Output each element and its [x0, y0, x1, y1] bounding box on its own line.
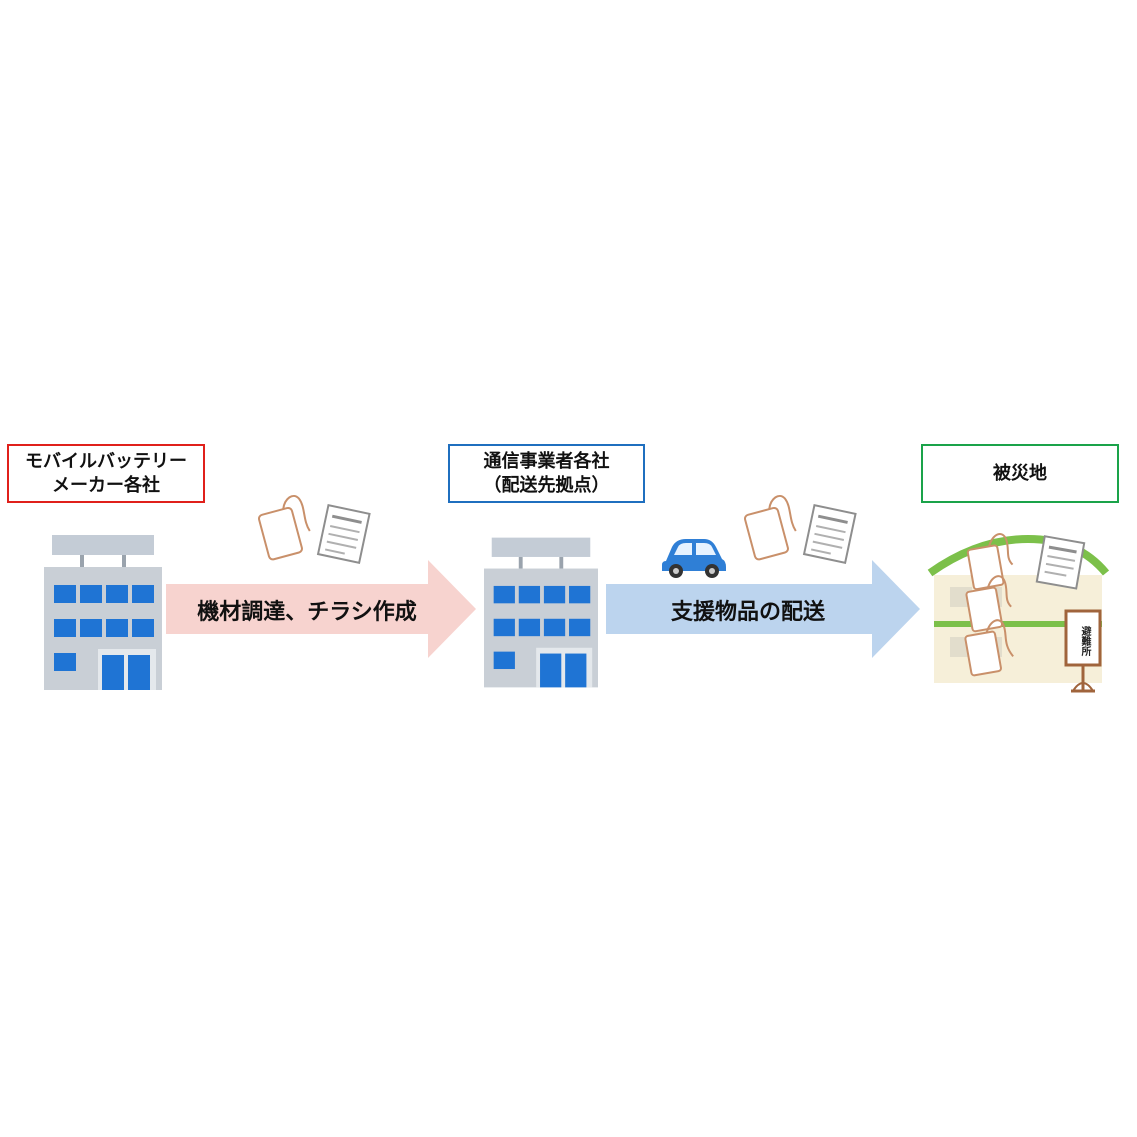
maker-label-box: モバイルバッテリー メーカー各社	[7, 444, 205, 503]
battery-flyer-icon	[258, 494, 371, 564]
carrier-building-icon	[484, 537, 598, 688]
maker-label-line1: モバイルバッテリー	[25, 450, 187, 472]
disaster-label-box: 被災地	[921, 444, 1119, 503]
disaster-label-line1: 被災地	[993, 462, 1047, 484]
procure-arrow	[166, 560, 476, 658]
shelter-icon	[927, 533, 1110, 693]
maker-building-icon	[44, 535, 162, 690]
shelter-sign-text: 避難所	[1079, 626, 1090, 656]
carrier-label-line1: 通信事業者各社	[483, 450, 610, 472]
carrier-label-line2: （配送先拠点）	[483, 474, 610, 496]
carrier-label-box: 通信事業者各社 （配送先拠点）	[448, 444, 645, 503]
deliver-arrow	[606, 560, 920, 658]
battery-flyer-icon	[744, 494, 857, 564]
deliver-arrow-label: 支援物品の配送	[670, 600, 825, 625]
car-icon	[662, 539, 726, 578]
maker-label-line2: メーカー各社	[52, 474, 160, 496]
procure-arrow-label: 機材調達、チラシ作成	[197, 600, 417, 625]
